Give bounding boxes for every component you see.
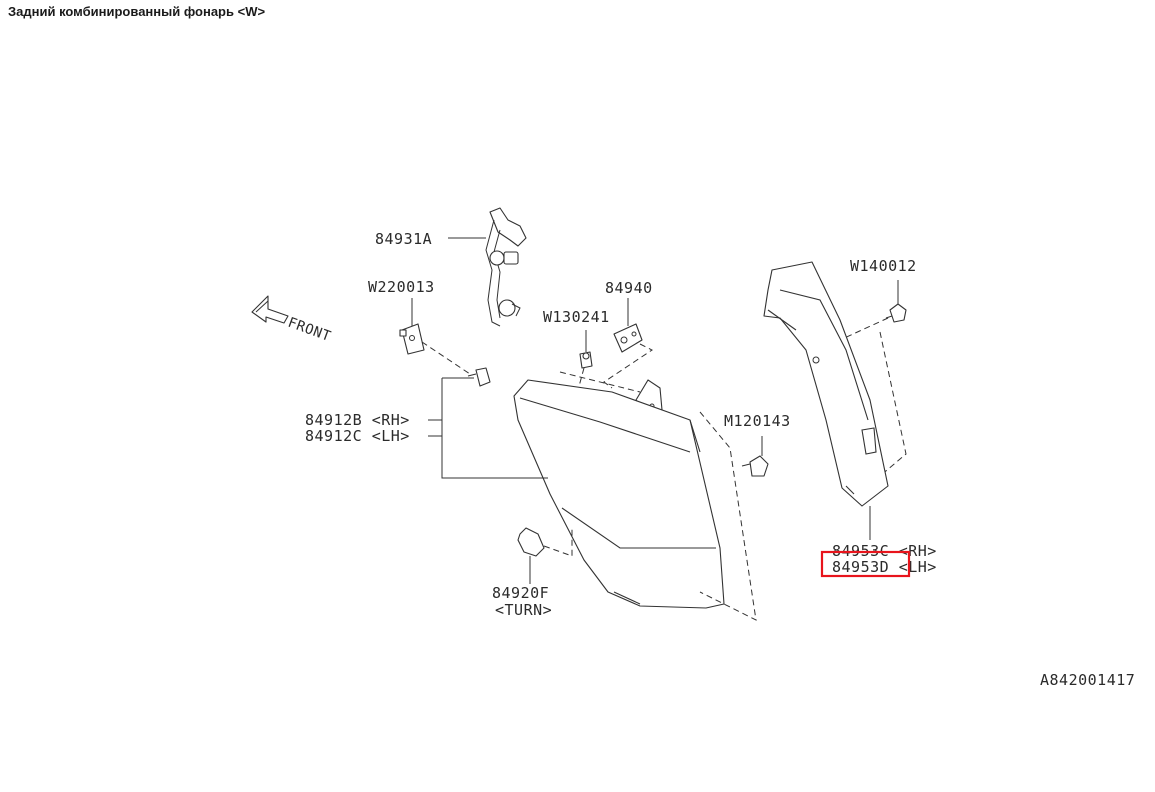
bolt-w140012 <box>885 303 907 323</box>
tail-lamp-body <box>513 379 725 609</box>
bulb-socket-harness <box>485 207 527 327</box>
label-84953d[interactable]: 84953D <LH> <box>832 558 937 576</box>
label-turn: <TURN> <box>495 601 552 619</box>
front-label: FRONT <box>286 315 333 345</box>
clip-w220013 <box>399 323 425 355</box>
bulb-84920f <box>517 527 545 557</box>
label-84912b: 84912B <RH> <box>305 411 410 429</box>
gasket-84940 <box>613 323 643 353</box>
diagram-ref-code: A842001417 <box>1040 671 1135 689</box>
nut-w130241 <box>579 351 593 369</box>
page-title: Задний комбинированный фонарь <W> <box>8 4 266 19</box>
label-84931a: 84931A <box>375 230 432 248</box>
screw-m120143 <box>741 455 769 477</box>
label-w220013: W220013 <box>368 278 435 296</box>
label-84920f: 84920F <box>492 584 549 602</box>
lamp-screw <box>467 367 491 387</box>
label-m120143: M120143 <box>724 412 791 430</box>
label-w140012: W140012 <box>850 257 917 275</box>
label-84940: 84940 <box>605 279 653 297</box>
label-w130241: W130241 <box>543 308 610 326</box>
cover-panel-84953 <box>763 261 889 507</box>
front-arrow-icon <box>251 295 289 324</box>
label-84912c: 84912C <LH> <box>305 427 410 445</box>
part-highlight-box <box>820 550 911 578</box>
